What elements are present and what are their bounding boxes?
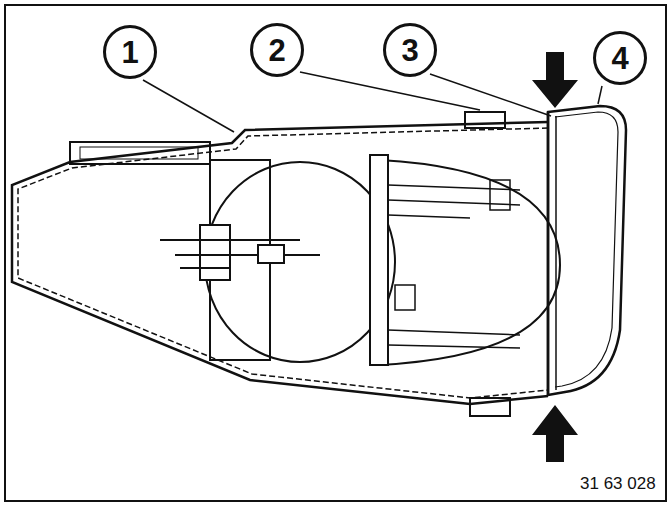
callout-number: 3 — [401, 35, 418, 66]
callout-circle: 2 — [250, 23, 304, 77]
callout-number: 2 — [268, 35, 285, 66]
callout-number: 1 — [121, 37, 138, 68]
figure-number: 31 63 028 — [578, 474, 658, 494]
callout-circle: 1 — [103, 25, 157, 79]
callout-number: 4 — [611, 43, 628, 74]
callout-circle: 4 — [593, 31, 647, 85]
callout-circle: 3 — [383, 23, 437, 77]
